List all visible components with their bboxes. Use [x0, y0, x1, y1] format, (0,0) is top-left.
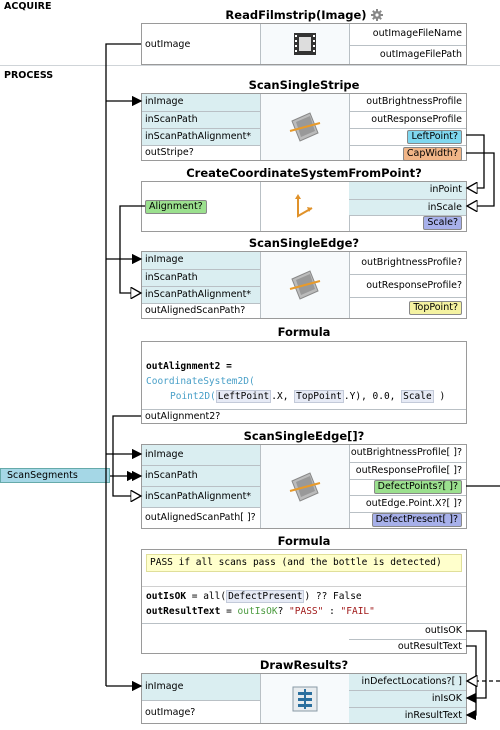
port-in-scan-path-alignment[interactable]: inScanPathAlignment*: [142, 128, 260, 145]
port-in-result-text[interactable]: inResultText: [349, 707, 466, 723]
formula-code-line-3: Point2D(LeftPoint.X, TopPoint.Y), 0.0, S…: [170, 390, 446, 403]
draw-results-title[interactable]: DrawResults?: [259, 658, 349, 672]
port-in-defect-locations[interactable]: inDefectLocations?[ ]: [349, 674, 466, 690]
formula2-code-line-2: outResultText = outIsOK? "PASS" : "FAIL": [146, 606, 375, 617]
port-in-scan-path[interactable]: inScanPath: [142, 269, 260, 286]
port-out-cap-width[interactable]: CapWidth?: [349, 145, 466, 161]
defect-present-tag: DefectPresent[ ]?: [371, 513, 462, 527]
read-filmstrip-title-text: ReadFilmstrip(Image): [225, 8, 367, 22]
section-process: PROCESS: [4, 70, 54, 81]
port-out-scale[interactable]: Scale?: [349, 215, 466, 231]
port-in-image[interactable]: inImage: [142, 674, 260, 700]
port-out-response-profile-array[interactable]: outResponseProfile[ ]?: [349, 462, 466, 479]
section-divider: [0, 65, 500, 66]
scan-segments-input[interactable]: ScanSegments: [0, 468, 110, 483]
formula2-node[interactable]: PASS if all scans pass (and the bottle i…: [141, 549, 467, 654]
defect-points-tag: DefectPoints?[ ]?: [373, 480, 462, 494]
section-acquire: ACQUIRE: [4, 1, 52, 12]
port-in-scale[interactable]: inScale: [349, 199, 466, 215]
port-out-brightness-profile[interactable]: outBrightnessProfile?: [361, 257, 462, 268]
formula2-code-line-1: outIsOK = all(DefectPresent) ?? False: [146, 590, 362, 603]
port-out-image[interactable]: outImage?: [142, 700, 260, 723]
port-alignment[interactable]: Alignment?: [142, 200, 260, 214]
scan-single-edge-title[interactable]: ScanSingleEdge?: [248, 236, 360, 250]
filmstrip-icon: [260, 24, 350, 64]
port-in-image[interactable]: inImage: [142, 252, 260, 269]
port-out-result-text[interactable]: outResultText: [349, 639, 466, 654]
port-in-point[interactable]: inPoint: [349, 182, 466, 199]
port-out-edge-point-x[interactable]: outEdge.Point.X?[ ]?: [349, 495, 466, 512]
formula-code-line-2: CoordinateSystem2D(: [146, 376, 255, 387]
port-out-aligned-scan-path[interactable]: outAlignedScanPath?: [142, 303, 260, 319]
scan-single-stripe-title[interactable]: ScanSingleStripe: [248, 78, 360, 92]
port-in-scan-path-alignment[interactable]: inScanPathAlignment*: [142, 486, 260, 507]
formula2-divider: [142, 586, 466, 587]
port-out-aligned-scan-path-array[interactable]: outAlignedScanPath[ ]?: [142, 507, 260, 528]
port-in-image[interactable]: inImage: [142, 94, 260, 111]
left-point-tag: LeftPoint?: [407, 130, 462, 144]
scan-stripe-icon: [260, 94, 350, 160]
port-in-scan-path-alignment[interactable]: inScanPathAlignment*: [142, 286, 260, 303]
scale-tag: Scale?: [423, 216, 462, 230]
port-out-stripe[interactable]: outStripe?: [142, 145, 260, 161]
read-filmstrip-title[interactable]: ReadFilmstrip(Image): [141, 8, 467, 24]
scan-edge-array-icon: [260, 445, 350, 528]
port-out-top-point[interactable]: TopPoint?: [349, 297, 466, 319]
port-in-scan-path[interactable]: inScanPath: [142, 465, 260, 486]
port-out-brightness-profile[interactable]: outBrightnessProfile: [366, 96, 462, 107]
scan-single-stripe-node[interactable]: inImage inScanPath inScanPathAlignment* …: [141, 93, 467, 161]
port-out-defect-points[interactable]: DefectPoints?[ ]?: [349, 479, 466, 495]
port-out-response-profile[interactable]: outResponseProfile: [349, 111, 466, 128]
scan-edge-icon: [260, 252, 350, 318]
cap-width-tag: CapWidth?: [402, 147, 462, 161]
scan-single-edge-array-title[interactable]: ScanSingleEdge[]?: [243, 429, 365, 443]
port-out-image-file-path[interactable]: outImageFilePath: [349, 45, 466, 65]
port-out-is-ok[interactable]: outIsOK: [424, 625, 462, 636]
port-out-image[interactable]: outImage: [145, 39, 191, 50]
formula2-port-divider: [142, 623, 466, 624]
gear-icon[interactable]: [370, 9, 383, 24]
draw-results-icon: [260, 674, 350, 723]
scan-single-edge-array-node[interactable]: inImage inScanPath inScanPathAlignment* …: [141, 444, 467, 529]
alignment-tag: Alignment?: [145, 200, 207, 214]
top-point-tag: TopPoint?: [409, 301, 462, 315]
port-out-image-file-name[interactable]: outImageFileName: [372, 28, 462, 39]
formula-node[interactable]: outAlignment2 = CoordinateSystem2D( Poin…: [141, 341, 467, 424]
port-out-response-profile[interactable]: outResponseProfile?: [349, 274, 466, 297]
create-coordinate-system-node[interactable]: Alignment? inPoint inScale Scale?: [141, 181, 467, 232]
formula-title[interactable]: Formula: [277, 325, 331, 339]
port-in-is-ok[interactable]: inIsOK: [349, 690, 466, 707]
port-in-image[interactable]: inImage: [142, 445, 260, 465]
port-out-brightness-profile-array[interactable]: outBrightnessProfile[ ]?: [350, 447, 462, 458]
port-out-alignment2[interactable]: outAlignment2?: [142, 409, 466, 424]
port-out-left-point[interactable]: LeftPoint?: [349, 128, 466, 145]
formula2-comment: PASS if all scans pass (and the bottle i…: [146, 554, 462, 572]
port-out-defect-present[interactable]: DefectPresent[ ]?: [349, 512, 466, 528]
scan-single-edge-node[interactable]: inImage inScanPath inScanPathAlignment* …: [141, 251, 467, 319]
create-coordinate-system-title[interactable]: CreateCoordinateSystemFromPoint?: [186, 166, 422, 180]
formula-code-line-1: outAlignment2 =: [146, 361, 232, 372]
read-filmstrip-node[interactable]: outImage outImageFileName outImageFilePa…: [141, 23, 467, 65]
port-in-scan-path[interactable]: inScanPath: [142, 111, 260, 128]
formula2-title[interactable]: Formula: [277, 534, 331, 548]
